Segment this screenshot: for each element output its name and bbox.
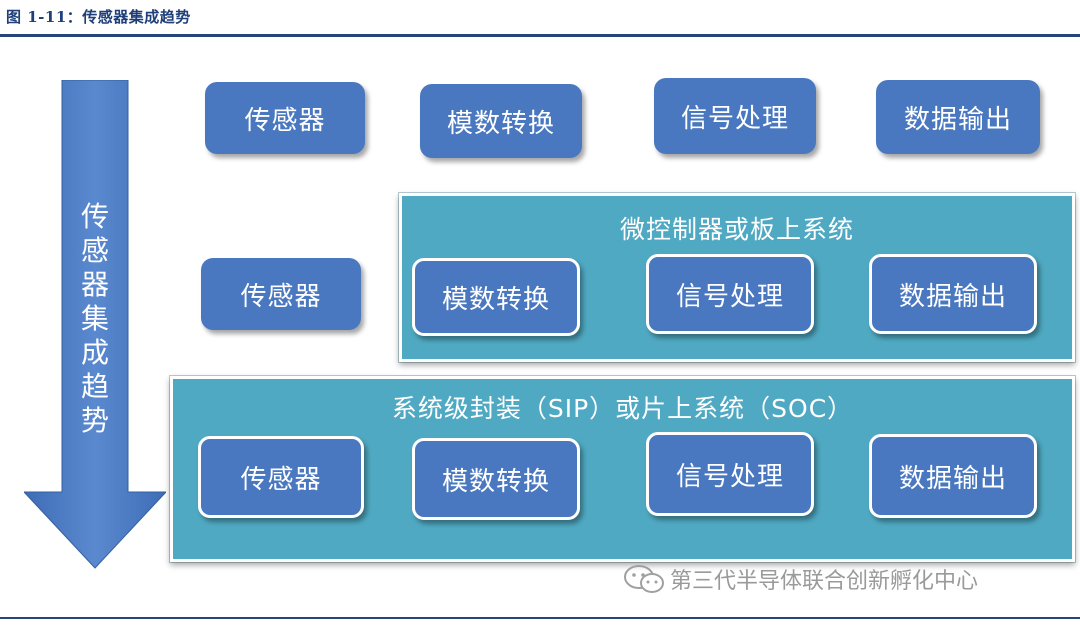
row1-signal-processing-box: 信号处理 — [654, 78, 816, 154]
row2-signal-processing-box: 信号处理 — [646, 254, 814, 334]
row3-adc-box: 模数转换 — [412, 438, 580, 520]
figure-title: 图 1-11：传感器集成趋势 — [6, 8, 191, 26]
row2-sensor-box: 传感器 — [201, 258, 361, 330]
row2-data-output-box: 数据输出 — [869, 254, 1037, 334]
top-rule — [0, 34, 1080, 37]
down-arrow-icon — [24, 80, 166, 569]
row1-data-output-box: 数据输出 — [876, 80, 1040, 154]
watermark-text: 第三代半导体联合创新孵化中心 — [670, 569, 979, 594]
wechat-icon — [624, 565, 664, 593]
arrow-label: 传感器集成趋势 — [80, 200, 109, 437]
row2-adc-box: 模数转换 — [412, 258, 580, 336]
row3-sensor-box: 传感器 — [198, 436, 364, 518]
watermark: 第三代半导体联合创新孵化中心 — [622, 563, 978, 595]
mcu-panel-title: 微控制器或板上系统 — [619, 215, 854, 244]
sip-soc-panel-title: 系统级封装（SIP）或片上系统（SOC） — [391, 394, 854, 423]
row3-data-output-box: 数据输出 — [869, 434, 1037, 518]
row1-adc-box: 模数转换 — [420, 84, 582, 158]
row1-sensor-box: 传感器 — [205, 82, 365, 154]
row3-signal-processing-box: 信号处理 — [646, 432, 814, 516]
bottom-rule — [0, 617, 1080, 619]
